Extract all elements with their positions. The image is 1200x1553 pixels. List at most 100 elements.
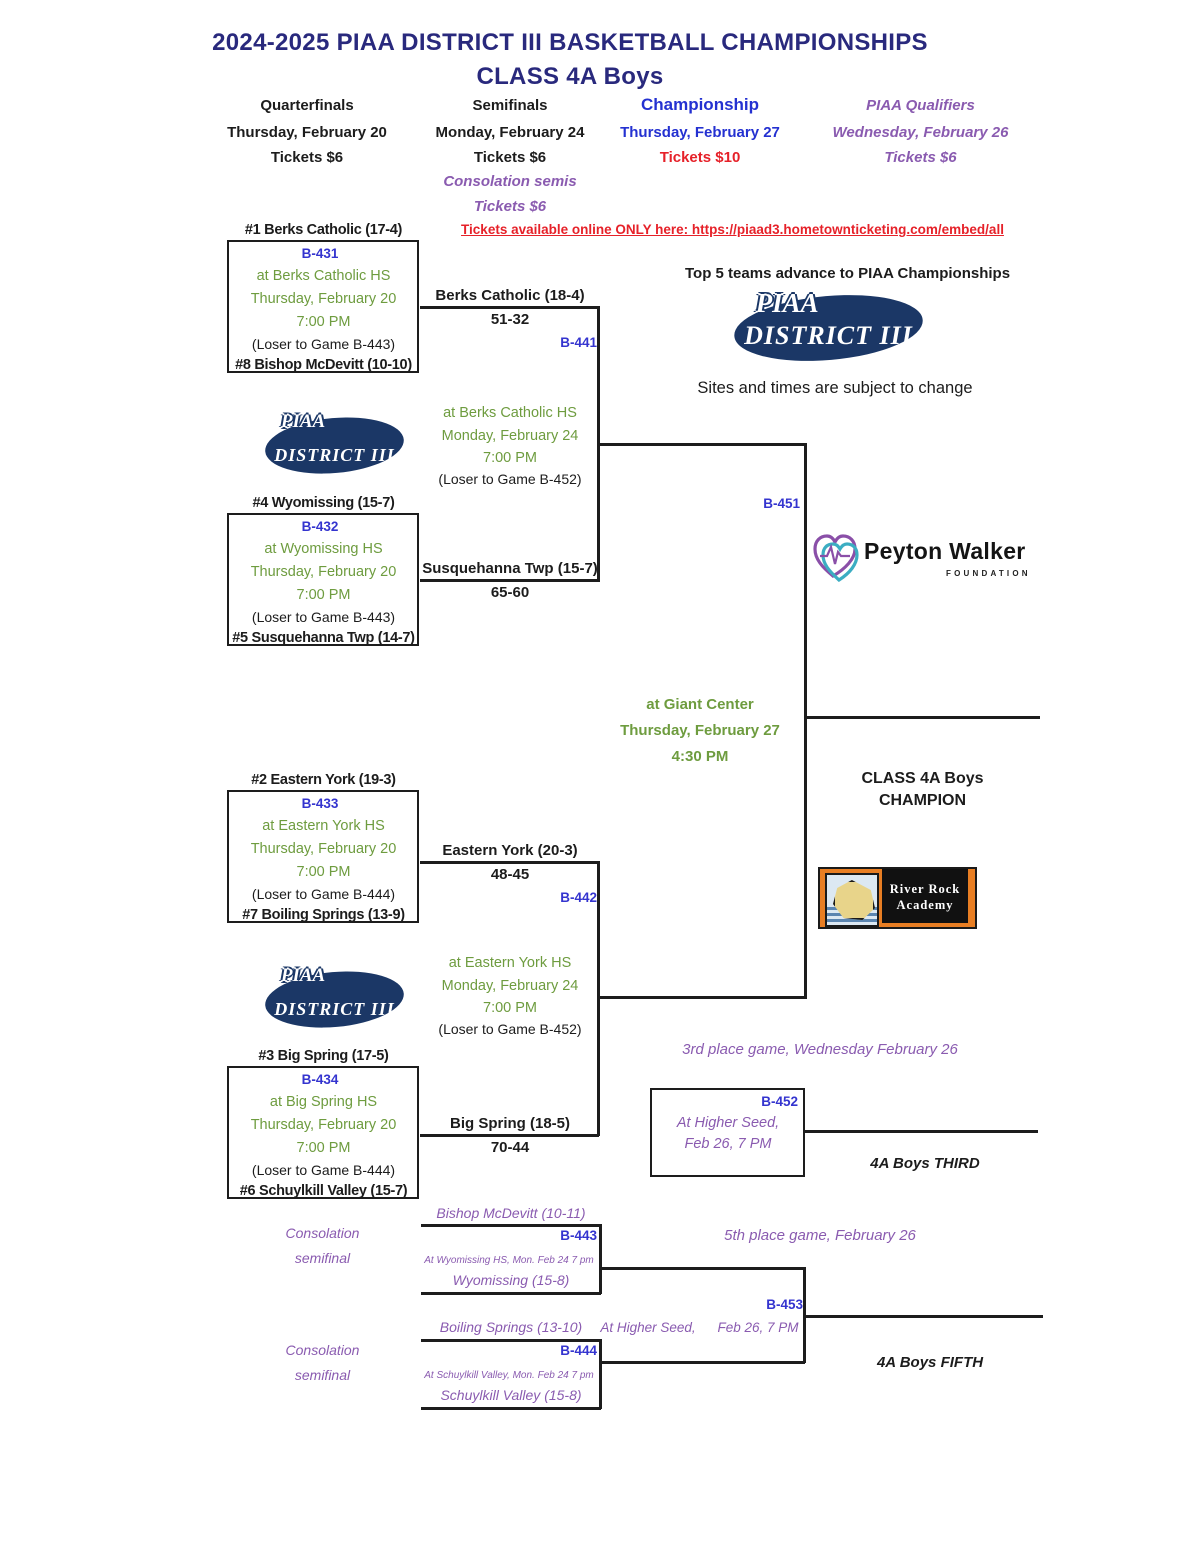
semifinal-winner-top: Eastern York (20-3)	[442, 842, 578, 859]
third-place-result-label: 4A Boys THIRD	[870, 1155, 980, 1172]
game-time: 7:00 PM	[296, 864, 351, 880]
bracket-line	[421, 1292, 601, 1295]
game-id: B-452	[761, 1094, 798, 1109]
game-site: At Higher Seed,	[600, 1320, 696, 1335]
game-date: Thursday, February 20	[250, 1117, 397, 1133]
fifth-place-line	[803, 1315, 1043, 1318]
game-id: B-451	[763, 496, 800, 511]
game-id: B-453	[766, 1297, 803, 1312]
column-date: Thursday, February 20	[227, 124, 387, 141]
loser-note: (Loser to Game B-443)	[251, 609, 396, 625]
team-bottom: Wyomissing (15-8)	[452, 1272, 570, 1288]
bracket-line	[599, 1361, 805, 1364]
bracket-line	[599, 1339, 602, 1409]
bracket-line	[420, 861, 599, 864]
champion-label: CLASS 4A Boys	[861, 770, 984, 787]
bracket-line	[421, 1224, 601, 1227]
game-id: B-431	[301, 246, 339, 261]
column-tickets: Tickets $6	[473, 149, 547, 166]
team-top: Boiling Springs (13-10)	[439, 1319, 583, 1335]
game-id: B-432	[301, 519, 339, 534]
game-site: at Eastern York HS	[448, 955, 572, 971]
consolation-label: Consolation	[285, 1225, 360, 1241]
game-time: 7:00 PM	[296, 587, 351, 603]
piaa-logo-text: DISTRICT III	[274, 998, 395, 1019]
game-id: B-442	[560, 890, 597, 905]
piaa-logo-text: PIAA	[280, 964, 326, 986]
semifinal-winner-top: Berks Catholic (18-4)	[435, 287, 585, 304]
bracket-line	[599, 1267, 805, 1270]
bracket-line	[599, 1224, 602, 1294]
third-place-header: 3rd place game, Wednesday February 26	[682, 1041, 958, 1058]
game-score: 51-32	[490, 311, 530, 328]
bracket-line	[421, 1407, 601, 1410]
piaa-logo-text: DISTRICT III	[274, 444, 395, 465]
loser-note: (Loser to Game B-452)	[438, 1021, 582, 1037]
column-date: Wednesday, February 26	[832, 124, 1009, 141]
piaa-district-iii-logo: PIAA DISTRICT III	[730, 287, 927, 369]
bracket-line	[597, 996, 806, 999]
team-seed-top: #2 Eastern York (19-3)	[251, 772, 396, 788]
game-time: Feb 26, 7 PM	[717, 1320, 799, 1335]
game-box	[650, 1088, 805, 1177]
piaa-logo-text: PIAA	[755, 287, 819, 318]
column-header-quarterfinals: Quarterfinals	[260, 97, 354, 114]
column-tickets: Tickets $10	[659, 149, 741, 166]
game-date: Thursday, February 20	[250, 841, 397, 857]
team-bottom: Schuylkill Valley (15-8)	[440, 1387, 582, 1403]
game-date: Monday, February 24	[441, 428, 579, 444]
column-date: Monday, February 24	[435, 124, 585, 141]
game-time: 7:00 PM	[296, 314, 351, 330]
team-top: Bishop McDevitt (10-11)	[436, 1205, 586, 1221]
bracket-line	[597, 861, 600, 1136]
game-date: Thursday, February 20	[250, 564, 397, 580]
semifinal-winner-bottom: Susquehanna Twp (15-7)	[422, 560, 598, 577]
bracket-line	[420, 579, 599, 582]
peyton-walker-foundation-logo: Peyton Walker FOUNDATION	[812, 532, 1047, 590]
game-id: B-433	[301, 796, 339, 811]
team-seed-bottom: #8 Bishop McDevitt (10-10)	[235, 357, 412, 373]
game-date: Thursday, February 27	[620, 722, 780, 739]
ticket-link[interactable]: Tickets available online ONLY here: http…	[461, 222, 1004, 237]
column-header-championship: Championship	[640, 95, 760, 114]
game-id: B-441	[560, 335, 597, 350]
game-score: 65-60	[490, 584, 530, 601]
game-site: at Big Spring HS	[269, 1094, 378, 1110]
consolation-semis-tickets: Tickets $6	[473, 198, 547, 215]
consolation-semis-label: Consolation semis	[443, 173, 577, 190]
game-site: at Berks Catholic HS	[256, 268, 391, 284]
loser-note: (Loser to Game B-443)	[251, 336, 396, 352]
loser-note: (Loser to Game B-444)	[251, 886, 396, 902]
game-box	[227, 240, 419, 373]
river-rock-wordmark: River Rock Academy	[882, 869, 968, 923]
advance-note: Top 5 teams advance to PIAA Championship…	[685, 265, 1011, 282]
column-date: Thursday, February 27	[620, 124, 780, 141]
fifth-place-header: 5th place game, February 26	[724, 1227, 916, 1244]
page-subtitle: CLASS 4A Boys	[476, 63, 664, 90]
game-id: B-443	[560, 1228, 597, 1243]
team-seed-bottom: #7 Boiling Springs (13-9)	[242, 907, 405, 923]
page-title: 2024-2025 PIAA DISTRICT III BASKETBALL C…	[212, 29, 928, 56]
piaa-district-iii-logo: PIAA DISTRICT III	[262, 410, 407, 480]
team-seed-bottom: #6 Schuylkill Valley (15-7)	[239, 1183, 408, 1199]
game-score: 48-45	[490, 866, 530, 883]
team-seed-top: #1 Berks Catholic (17-4)	[244, 222, 403, 238]
river-rock-academy-logo: River Rock Academy	[818, 867, 977, 929]
loser-note: (Loser to Game B-452)	[438, 471, 582, 487]
game-time: 7:00 PM	[296, 1140, 351, 1156]
team-seed-top: #3 Big Spring (17-5)	[258, 1048, 389, 1064]
game-date: Thursday, February 20	[250, 291, 397, 307]
bracket-line	[421, 1339, 601, 1342]
double-heart-icon	[812, 532, 862, 589]
piaa-district-iii-logo: PIAA DISTRICT III	[262, 964, 407, 1034]
peyton-walker-wordmark: Peyton Walker	[864, 538, 1026, 564]
peyton-walker-foundation-text: FOUNDATION	[946, 569, 1031, 578]
piaa-logo-text: PIAA	[280, 410, 326, 432]
game-box	[227, 1066, 419, 1199]
third-place-line	[804, 1130, 1038, 1133]
game-site: At Higher Seed,	[676, 1115, 780, 1131]
game-score: 70-44	[490, 1139, 530, 1156]
column-tickets: Tickets $6	[884, 149, 957, 166]
loser-note: (Loser to Game B-444)	[251, 1162, 396, 1178]
